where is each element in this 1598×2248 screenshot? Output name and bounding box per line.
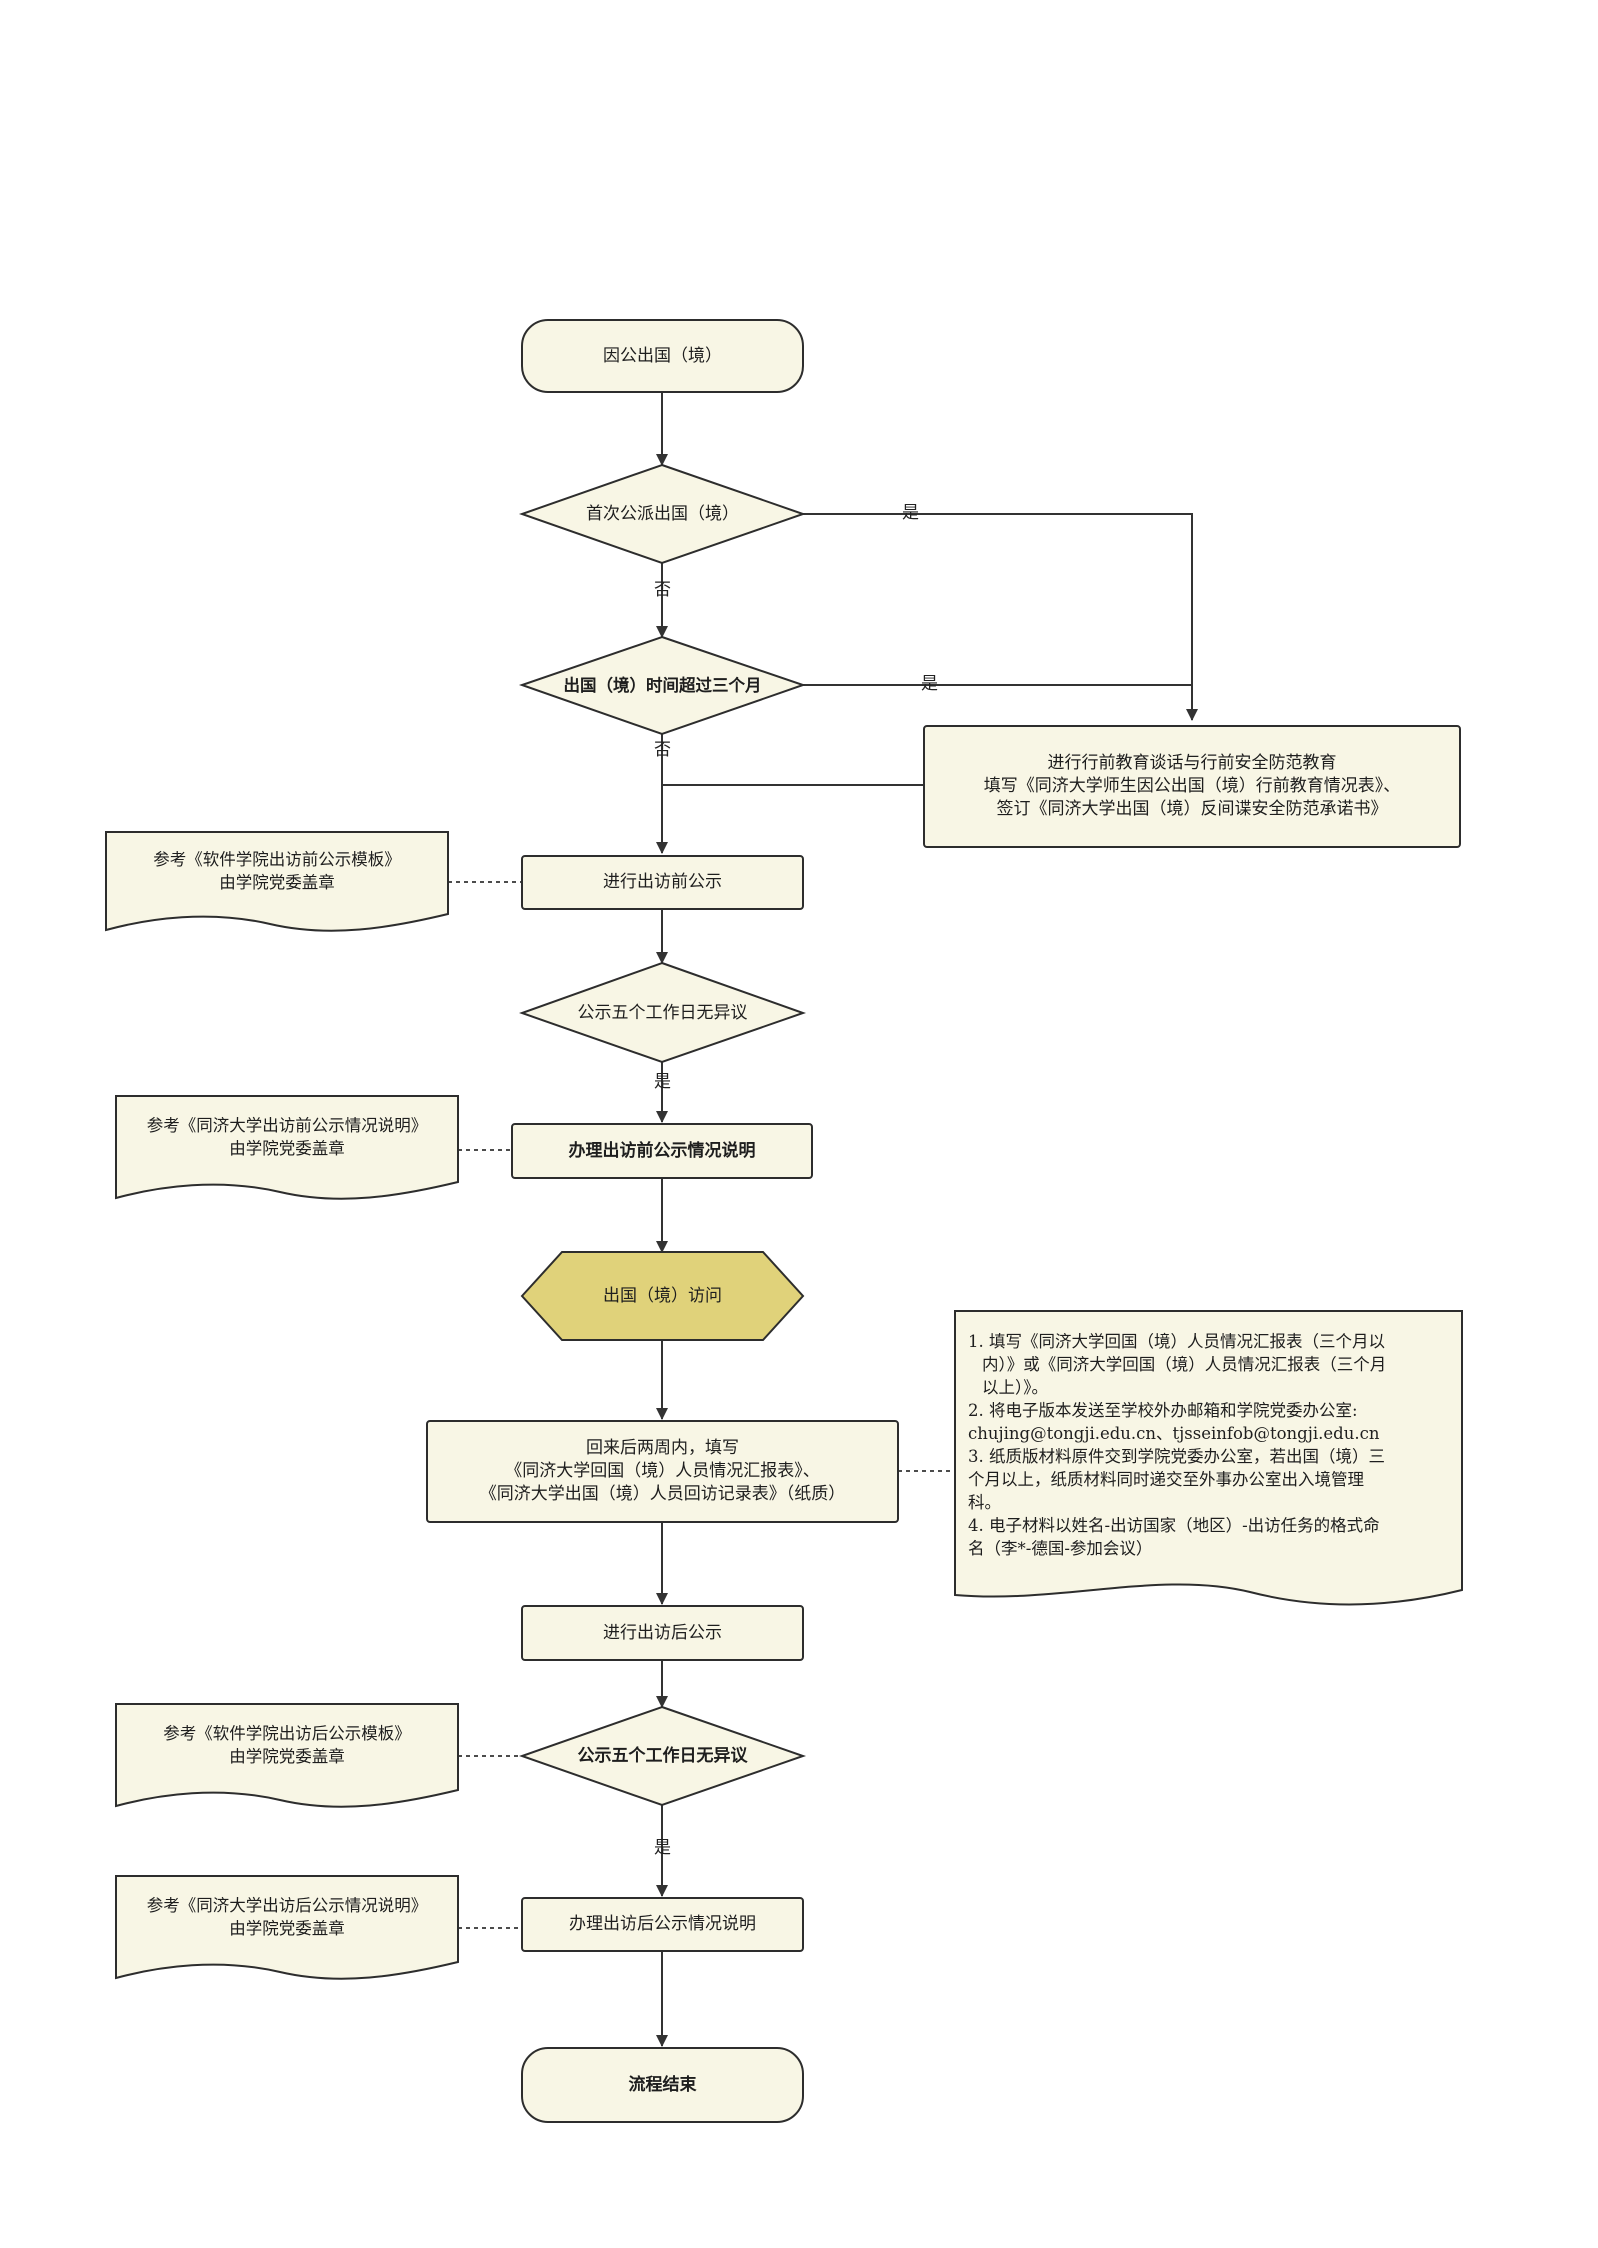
doc2-text: 参考《同济大学出访前公示情况说明》 由学院党委盖章 [116, 1112, 458, 1162]
visit-label: 出国（境）访问 [603, 1285, 722, 1306]
doc4-line-2: 由学院党委盖章 [229, 1919, 345, 1938]
doc3-text: 参考《软件学院出访后公示模板》 由学院党委盖章 [116, 1720, 458, 1770]
first-dispatch-label: 首次公派出国（境） [586, 503, 739, 524]
end-terminal [521, 2047, 804, 2123]
note-line-6: 3. 纸质版材料原件交到学院党委办公室，若出国（境）三 [968, 1447, 1385, 1466]
document-shape-2 [115, 1095, 459, 1200]
education-box [923, 725, 1461, 848]
education-line-2: 填写《同济大学师生因公出国（境）行前教育情况表》、 [983, 776, 1401, 796]
note-line-9: 4. 电子材料以姓名-出访国家（地区）-出访任务的格式命 [968, 1516, 1380, 1535]
edge-label-no-2: 否 [654, 740, 671, 760]
first-dispatch-decision [518, 463, 807, 565]
return-forms-text: 回来后两周内，填写 《同济大学回国（境）人员情况汇报表》、 《同济大学出国（境）… [427, 1421, 898, 1522]
doc2-line-1: 参考《同济大学出访前公示情况说明》 [146, 1116, 428, 1135]
note-line-10: 名（李*-德国-参加会议） [968, 1539, 1153, 1558]
three-months-decision [518, 635, 807, 736]
edge-label-yes-1: 是 [902, 503, 919, 523]
doc3-line-2: 由学院党委盖章 [229, 1747, 345, 1766]
doc3-line-1: 参考《软件学院出访后公示模板》 [163, 1724, 411, 1743]
note-line-1: 1. 填写《同济大学回国（境）人员情况汇报表（三个月以 [968, 1332, 1385, 1351]
return-notes-shape [954, 1310, 1463, 1606]
note-line-5: chujing@tongji.edu.cn、tjsseinfob@tongji.… [968, 1424, 1380, 1443]
pre-statement-box [511, 1123, 813, 1179]
education-text: 进行行前教育谈话与行前安全防范教育 填写《同济大学师生因公出国（境）行前教育情况… [924, 726, 1460, 847]
note-line-2: 内）》或《同济大学回国（境）人员情况汇报表（三个月 [982, 1355, 1387, 1374]
return-forms-line-3: 《同济大学出国（境）人员回访记录表》（纸质） [479, 1484, 846, 1504]
doc1-line-1: 参考《软件学院出访前公示模板》 [153, 850, 401, 869]
doc1-text: 参考《软件学院出访前公示模板》 由学院党委盖章 [106, 846, 448, 896]
post-statement-box [521, 1897, 804, 1952]
edge-label-yes-3: 是 [654, 1072, 671, 1092]
note-line-4: 2. 将电子版本发送至学校外办邮箱和学院党委办公室: [968, 1401, 1358, 1420]
visit-hexagon [520, 1251, 805, 1341]
pre-publicity-label: 进行出访前公示 [603, 872, 722, 892]
post-publicity-box [521, 1605, 804, 1661]
annotation-connectors [448, 881, 955, 1929]
edge-label-yes-4: 是 [654, 1838, 671, 1858]
return-notes: 1. 填写《同济大学回国（境）人员情况汇报表（三个月以 内）》或《同济大学回国（… [968, 1330, 1386, 1560]
edge-label-no-1: 否 [654, 580, 671, 600]
end-label: 流程结束 [628, 2074, 697, 2095]
return-forms-line-1: 回来后两周内，填写 [586, 1438, 739, 1458]
doc2-line-2: 由学院党委盖章 [229, 1139, 345, 1158]
pre-publicity-box [521, 855, 804, 910]
note-line-8: 科。 [968, 1493, 1001, 1512]
pre-statement-label: 办理出访前公示情况说明 [568, 1140, 756, 1161]
doc4-line-1: 参考《同济大学出访后公示情况说明》 [146, 1896, 428, 1915]
doc1-line-2: 由学院党委盖章 [219, 873, 335, 892]
connectors [656, 392, 1198, 2047]
start-terminal [521, 319, 804, 393]
note-line-3: 以上）》。 [982, 1378, 1048, 1397]
edge-first-dispatch-yes [803, 513, 1198, 721]
check1-decision [519, 961, 807, 1064]
edge-label-yes-2: 是 [921, 674, 938, 694]
education-line-1: 进行行前教育谈话与行前安全防范教育 [1047, 753, 1337, 773]
start-label: 因公出国（境） [603, 345, 722, 366]
document-shape-1 [105, 831, 449, 932]
doc4-text: 参考《同济大学出访后公示情况说明》 由学院党委盖章 [116, 1892, 458, 1942]
check2-label: 公示五个工作日无异议 [577, 1745, 748, 1766]
return-forms-box [426, 1420, 899, 1523]
three-months-label: 出国（境）时间超过三个月 [563, 675, 762, 695]
document-shape-4 [115, 1875, 459, 1980]
check2-decision [518, 1705, 807, 1807]
check1-label: 公示五个工作日无异议 [577, 1002, 748, 1023]
return-forms-line-2: 《同济大学回国（境）人员情况汇报表》、 [505, 1461, 820, 1481]
education-line-3: 签订《同济大学出国（境）反间谍安全防范承诺书》 [996, 799, 1388, 819]
note-line-7: 个月以上，纸质材料同时递交至外事办公室出入境管理 [968, 1470, 1364, 1489]
post-publicity-label: 进行出访后公示 [603, 1622, 722, 1643]
post-statement-label: 办理出访后公示情况说明 [569, 1914, 756, 1934]
document-shape-3 [115, 1703, 459, 1808]
